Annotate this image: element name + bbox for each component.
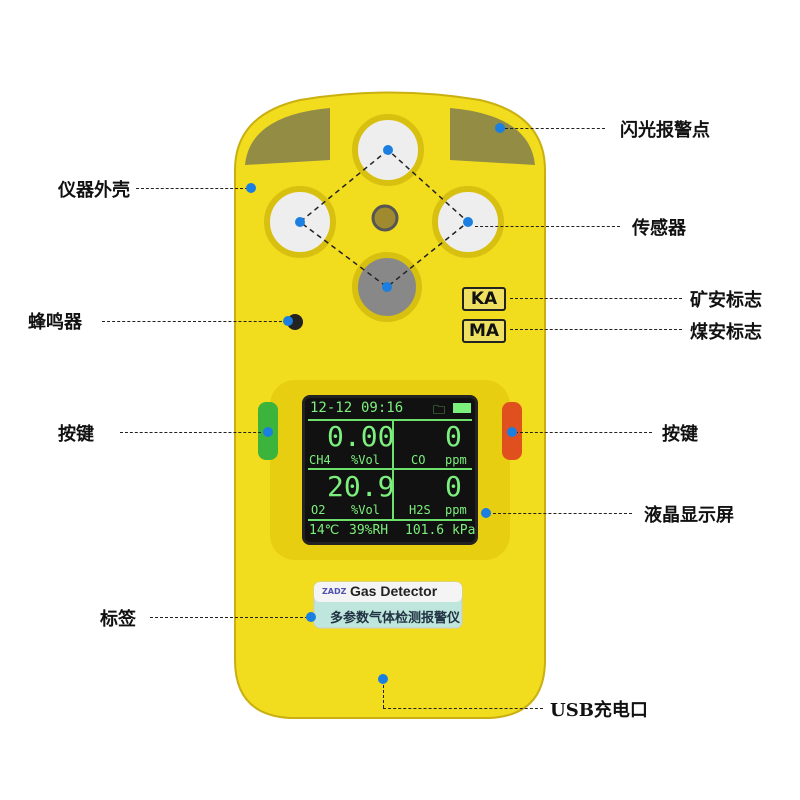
label-subtitle: 多参数气体检测报警仪 [330,611,461,626]
co-value: 0 [445,420,462,453]
callout-usb-port: USB充电口 [550,700,648,721]
pressure: 101.6 kPa [405,523,476,538]
ch4-unit: %Vol [351,453,380,467]
folder-icon: 🗀 [433,403,446,417]
callout-housing: 仪器外壳 [58,180,130,201]
flash-window-right [450,108,535,165]
callout-buzzer: 蜂鸣器 [28,312,82,333]
ma-badge: MA [462,319,506,343]
screen-date: 12-12 [310,400,353,416]
brand-logo: ZADZ [322,587,347,596]
o2-gas: O2 [311,503,326,517]
h2s-gas: H2S [409,503,431,517]
lcd-screen: 12-12 09:16 🗀 0.00 CH4 %Vol 0 CO ppm 20.… [302,395,478,545]
label-title: Gas Detector [350,583,438,599]
battery-icon [453,403,471,413]
callout-mine-safety-mark: 矿安标志 [690,290,762,311]
o2-value: 20.9 [327,470,395,503]
temperature: 14℃ [309,523,340,538]
co-gas: CO [411,453,426,467]
screen-time: 09:16 [361,400,404,416]
h2s-value: 0 [445,470,462,503]
callout-flash-alarm: 闪光报警点 [620,120,710,141]
flash-window-left [245,108,330,165]
ch4-value: 0.00 [327,420,395,453]
callout-button-left: 按键 [58,424,94,445]
o2-unit: %Vol [351,503,380,517]
h2s-unit: ppm [445,503,467,517]
callout-label: 标签 [100,609,136,630]
ka-badge: KA [462,287,506,311]
callout-button-right: 按键 [662,424,698,445]
co-unit: ppm [445,453,467,467]
ch4-gas: CH4 [309,453,331,467]
callout-lcd-screen: 液晶显示屏 [644,505,734,526]
callout-sensor: 传感器 [632,218,686,239]
humidity: 39%RH [349,523,389,538]
callout-coal-safety-mark: 煤安标志 [690,322,762,343]
